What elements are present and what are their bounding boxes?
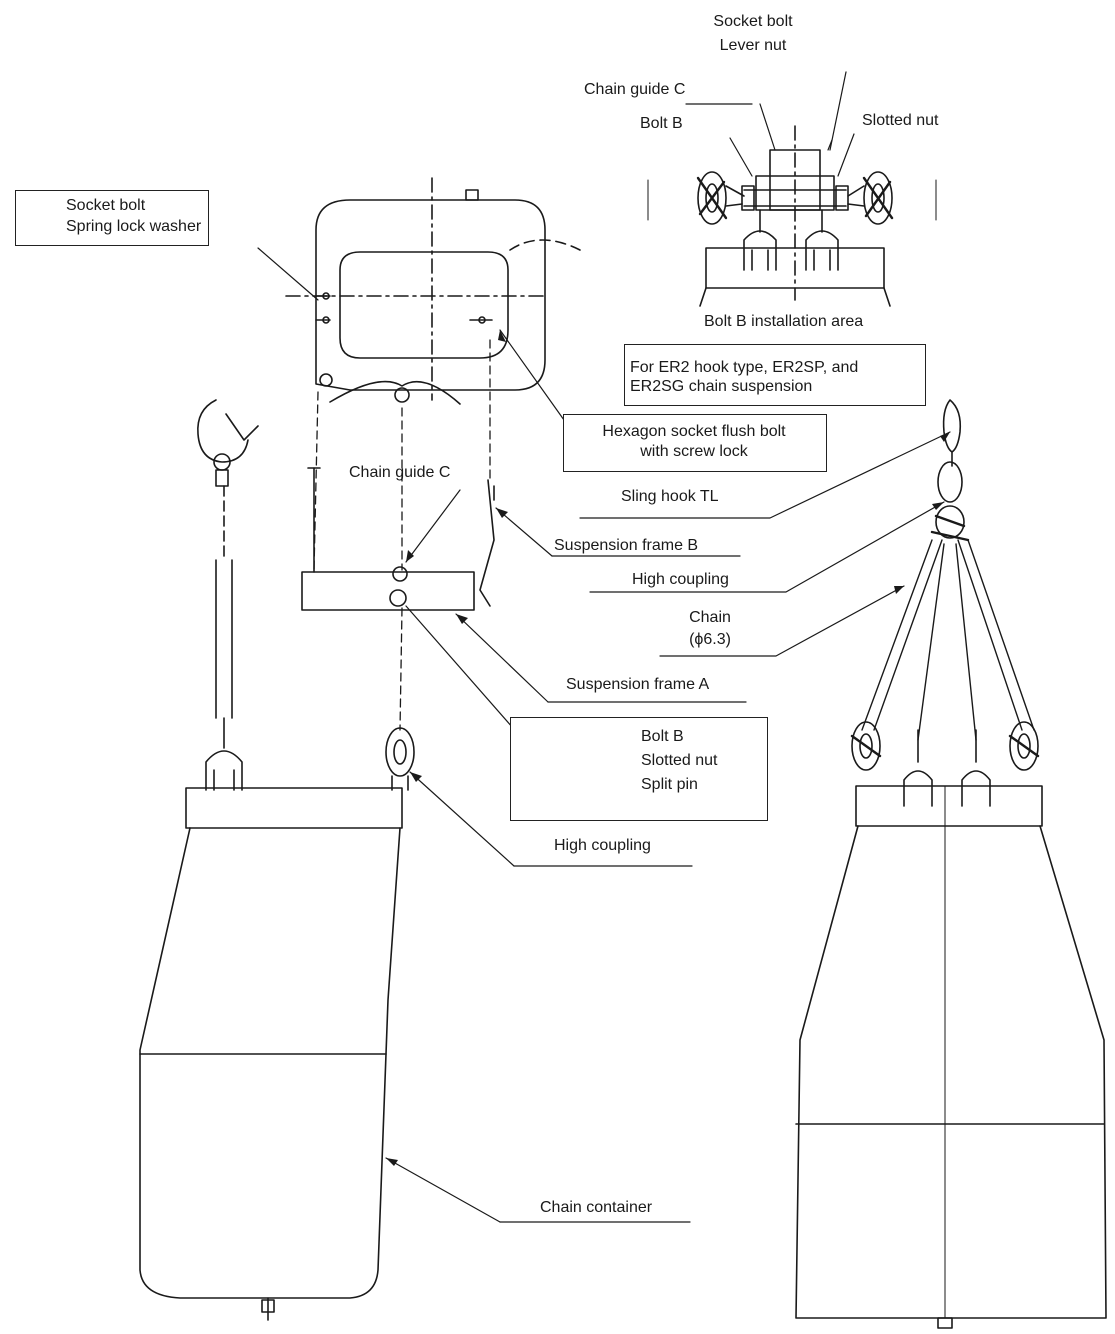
suspension-frame (302, 468, 494, 610)
top-container-band (706, 248, 884, 288)
left-chain-container (140, 788, 402, 1320)
legend-spring-lock-washer: Spring lock washer (66, 218, 202, 235)
hook-assembly (198, 400, 258, 790)
legend-socket-bolt: Socket bolt (66, 197, 146, 214)
label-high-coupling-right: High coupling (632, 571, 729, 588)
label-suspension-frame-b: Suspension frame B (554, 537, 699, 554)
hoist-body (286, 178, 580, 404)
note-line-2: ER2SG chain suspension (630, 378, 813, 395)
label-high-coupling-bottom: High coupling (554, 837, 651, 854)
label-chain-guide-c-top: Chain guide C (584, 81, 686, 98)
label-chain: Chain (689, 609, 731, 626)
label-suspension-frame-a: Suspension frame A (566, 676, 710, 693)
top-shackles (744, 210, 838, 270)
label-hexagon-socket-flush-bolt-1: Hexagon socket flush bolt (602, 423, 786, 440)
top-left-coupling (698, 172, 744, 224)
suspension-frame-a-part (302, 572, 474, 610)
note-line-1: For ER2 hook type, ER2SP, and (630, 359, 859, 376)
legend-bolt-b: Bolt B (641, 728, 684, 745)
left-high-coupling (386, 728, 414, 790)
label-chain-guide-c-mid: Chain guide C (349, 464, 451, 481)
note-box (624, 344, 926, 406)
label-bolt-b-top: Bolt B (640, 115, 683, 132)
leader-lines (258, 248, 950, 1222)
top-right-coupling (848, 172, 892, 224)
label-bolt-b-installation-area: Bolt B installation area (704, 313, 864, 330)
parts-legend-box (510, 717, 768, 821)
label-sling-hook-tl: Sling hook TL (621, 488, 719, 505)
top-detail-view (648, 72, 936, 306)
label-chain-size: (ϕ6.3) (689, 631, 731, 648)
label-chain-container: Chain container (540, 1199, 653, 1216)
hex-bolt-box (563, 414, 827, 472)
label-lever-nut: Lever nut (719, 37, 787, 54)
legend-split-pin: Split pin (641, 776, 698, 793)
right-chain-suspension (796, 400, 1106, 1328)
label-slotted-nut-top: Slotted nut (862, 112, 939, 129)
socket-bolt-legend-box (15, 190, 209, 246)
label-socket-bolt-top: Socket bolt (713, 13, 793, 30)
legend-slotted-nut: Slotted nut (641, 752, 718, 769)
label-hexagon-socket-flush-bolt-2: with screw lock (640, 443, 748, 460)
